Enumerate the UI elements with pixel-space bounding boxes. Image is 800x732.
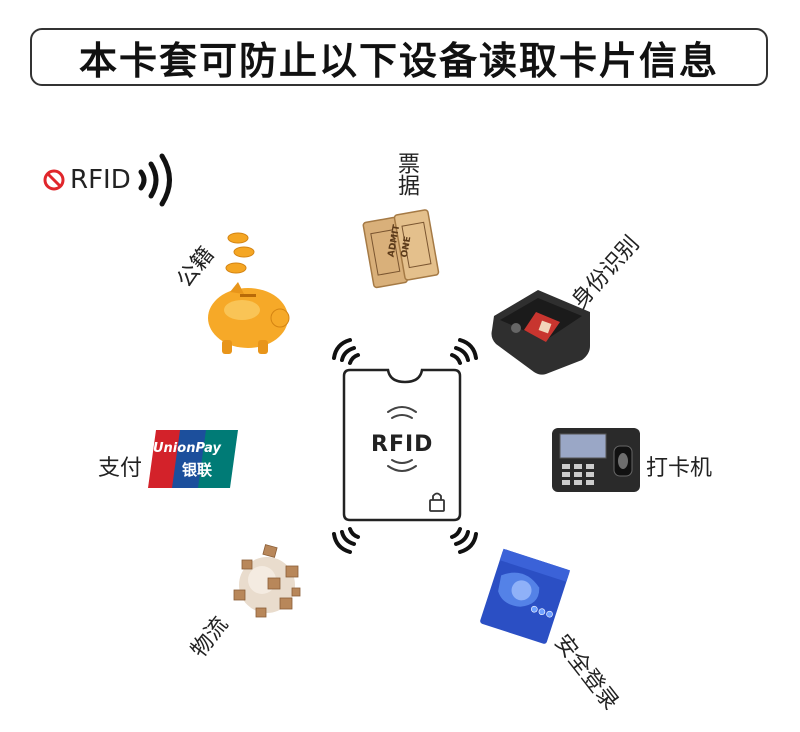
title-banner: 本卡套可防止以下设备读取卡片信息 xyxy=(30,28,768,86)
lock-icon xyxy=(429,492,445,512)
unionpay-logo xyxy=(148,430,238,488)
secure-login-card-icon xyxy=(480,548,571,644)
label-payment: 支付 xyxy=(98,456,143,481)
piggy-bank-icon xyxy=(208,232,290,354)
label-punch-clock: 打卡机 xyxy=(646,456,713,481)
face-recognition-device-icon xyxy=(491,290,590,375)
label-identity: 身份识别 xyxy=(567,231,645,314)
ticket-icon xyxy=(362,209,440,289)
page-title: 本卡套可防止以下设备读取卡片信息 xyxy=(78,38,719,83)
rfid-logo-text: RFID xyxy=(70,165,131,195)
label-ticket: 票据 xyxy=(394,152,419,196)
rfid-blocked-logo: RFID xyxy=(42,150,181,210)
logistics-globe-icon xyxy=(233,544,301,618)
rfid-card-illustration xyxy=(332,338,478,554)
signal-waves xyxy=(332,338,478,554)
wireless-signal-icon xyxy=(138,153,172,207)
unionpay-cn-text: 银联 xyxy=(182,461,213,479)
card-rfid-text: RFID xyxy=(371,432,434,457)
no-symbol-icon xyxy=(43,169,65,191)
unionpay-en-text: UnionPay xyxy=(153,441,221,456)
punch-clock-icon xyxy=(552,428,640,492)
label-secure-login: 安全登录 xyxy=(549,630,623,715)
